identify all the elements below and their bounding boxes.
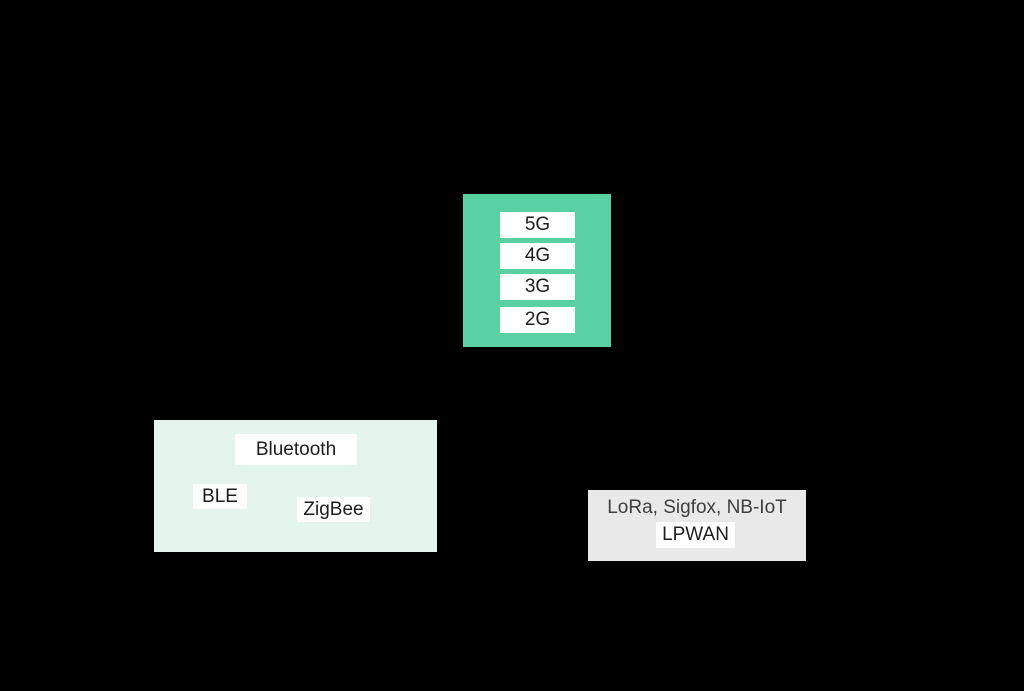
label-lpwan: LPWAN — [656, 522, 735, 548]
short-range-group-box: Bluetooth BLE ZigBee — [154, 420, 437, 552]
label-3g: 3G — [500, 274, 575, 300]
label-bluetooth: Bluetooth — [235, 434, 357, 465]
label-5g: 5G — [500, 212, 575, 238]
lpwan-caption: LoRa, Sigfox, NB-IoT — [607, 497, 787, 518]
label-4g: 4G — [500, 243, 575, 269]
lpwan-group-box: LoRa, Sigfox, NB-IoT LPWAN — [588, 490, 806, 561]
cellular-group-box: 5G 4G 3G 2G — [463, 194, 611, 347]
label-ble: BLE — [193, 484, 247, 509]
label-2g: 2G — [500, 307, 575, 333]
label-zigbee: ZigBee — [297, 497, 370, 522]
